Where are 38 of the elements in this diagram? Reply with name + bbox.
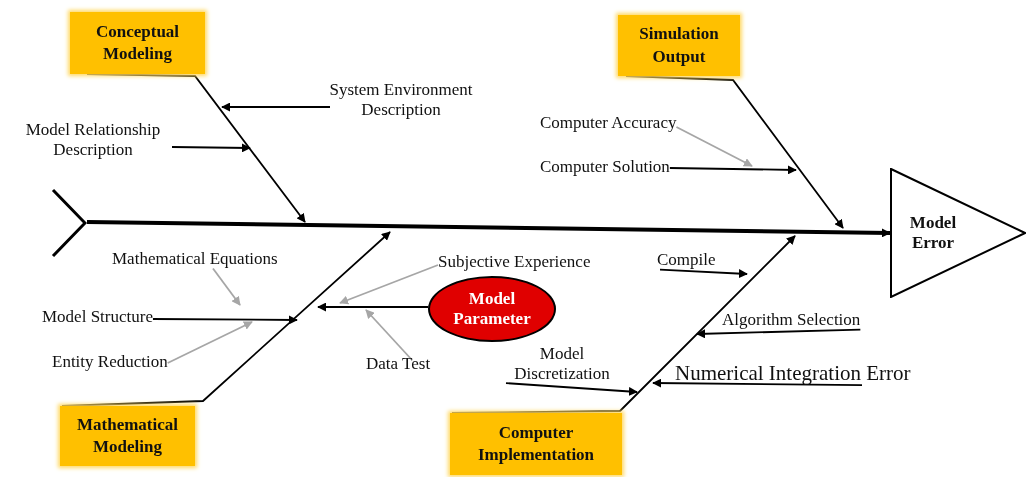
cause-label: System Environment Description bbox=[322, 80, 480, 120]
bone-arrow bbox=[61, 231, 391, 407]
cause-label: Computer Solution bbox=[540, 157, 670, 177]
bone-arrow bbox=[86, 73, 306, 223]
arrow bbox=[317, 302, 429, 312]
arrow bbox=[675, 126, 753, 167]
arrow bbox=[659, 268, 748, 279]
cause-label: Model Relationship Description bbox=[14, 120, 172, 160]
arrow bbox=[166, 321, 253, 364]
category-box: Conceptual Modeling bbox=[70, 12, 205, 74]
arrow bbox=[696, 328, 862, 339]
cause-label: Mathematical Equations bbox=[112, 249, 278, 269]
spine-arrow bbox=[86, 220, 891, 238]
category-box: Simulation Output bbox=[618, 15, 740, 76]
arrow bbox=[505, 382, 638, 396]
arrow bbox=[212, 267, 241, 306]
cause-label: Model Discretization bbox=[506, 344, 618, 384]
cause-label: Model Structure bbox=[42, 307, 153, 327]
cause-label: Algorithm Selection bbox=[722, 310, 861, 330]
arrow bbox=[652, 378, 863, 388]
bone-arrow bbox=[451, 235, 796, 414]
bone-arrow bbox=[625, 75, 844, 229]
arrow bbox=[152, 315, 298, 325]
category-box: Mathematical Modeling bbox=[60, 406, 195, 466]
cause-label: Entity Reduction bbox=[52, 352, 168, 372]
parameter-ellipse: Model Parameter bbox=[428, 276, 556, 342]
cause-label: Numerical Integration Error bbox=[675, 361, 911, 386]
category-box: Computer Implementation bbox=[450, 413, 622, 475]
arrow bbox=[221, 102, 331, 112]
arrow bbox=[365, 309, 413, 361]
cause-label: Compile bbox=[657, 250, 716, 270]
effect-label: Model Error bbox=[908, 212, 958, 254]
arrow bbox=[171, 143, 251, 153]
cause-label: Subjective Experience bbox=[438, 252, 591, 272]
cause-label: Computer Accuracy bbox=[540, 113, 677, 133]
cause-label: Data Test bbox=[366, 354, 431, 374]
arrow bbox=[339, 264, 439, 305]
arrow bbox=[669, 165, 797, 175]
